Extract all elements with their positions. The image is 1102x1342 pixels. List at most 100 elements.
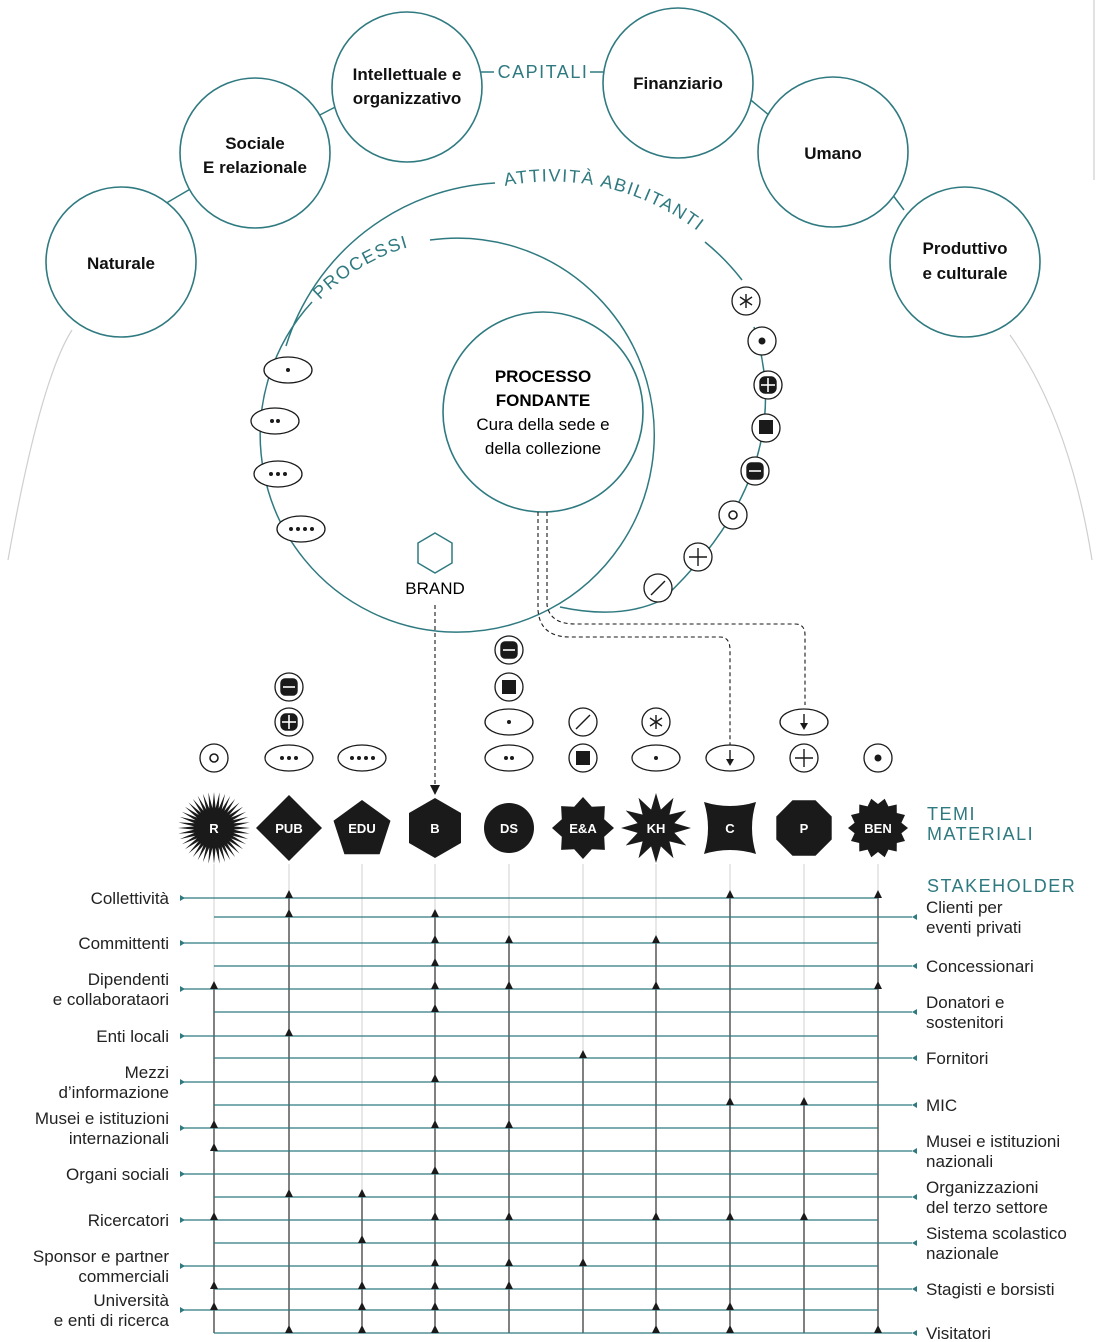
material-themes: R PUB EDU B DS E&A KH C P BEN xyxy=(178,792,908,864)
connection-marker xyxy=(358,1189,366,1197)
stakeholder-label: Committenti xyxy=(78,934,169,953)
connection-marker xyxy=(285,1189,293,1197)
stakeholder-label: MIC xyxy=(926,1096,957,1115)
connection-marker xyxy=(285,890,293,898)
connection-marker xyxy=(358,1302,366,1310)
stakeholder-label: e enti di ricerca xyxy=(54,1311,170,1330)
capital-naturale-label: Naturale xyxy=(87,254,155,273)
connection-marker xyxy=(652,935,660,943)
theme-label: C xyxy=(725,821,735,836)
theme-kh: KH xyxy=(621,793,691,863)
capital-sociale-label-2: E relazionale xyxy=(203,158,307,177)
connection-marker xyxy=(431,1166,439,1174)
process-4-icon xyxy=(276,515,326,543)
connection-marker xyxy=(431,1120,439,1128)
row-pointer xyxy=(180,1079,185,1085)
row-pointer xyxy=(180,1125,185,1131)
outer-frame-arc-right xyxy=(1009,334,1093,561)
theme-shape-concave-square xyxy=(704,802,756,854)
theme-shape-pentagon xyxy=(333,800,391,855)
row-pointer xyxy=(912,1009,917,1015)
connection-marker xyxy=(874,890,882,898)
connection-marker xyxy=(210,1281,218,1289)
connection-marker xyxy=(210,1143,218,1151)
stakeholder-label: Ricercatori xyxy=(88,1211,169,1230)
theme-label: R xyxy=(209,821,219,836)
theme-pub: PUB xyxy=(256,795,322,861)
connection-marker xyxy=(579,1050,587,1058)
capital-naturale xyxy=(45,186,197,338)
stakeholder-label: d’informazione xyxy=(58,1083,169,1102)
connection-marker xyxy=(579,1258,587,1266)
core-process-title-1: PROCESSO xyxy=(495,367,591,386)
capital-produttivo-label-2: e culturale xyxy=(922,264,1007,283)
row-pointer xyxy=(912,1286,917,1292)
core-process-title-2: FONDANTE xyxy=(496,391,590,410)
stakeholder-label: nazionali xyxy=(926,1152,993,1171)
connection-marker xyxy=(800,1212,808,1220)
connection-marker xyxy=(652,1325,660,1333)
connection-marker xyxy=(431,1281,439,1289)
connection-marker xyxy=(505,1120,513,1128)
theme-label: BEN xyxy=(864,821,891,836)
capitals xyxy=(45,7,1041,338)
capital-finanziario-label: Finanziario xyxy=(633,74,723,93)
brand-icon xyxy=(417,532,453,574)
edu-four-dots-icon xyxy=(337,744,387,772)
stakeholder-label: internazionali xyxy=(69,1129,169,1148)
activities-arc xyxy=(285,182,496,347)
capitals-title: CAPITALI xyxy=(498,62,589,82)
core-process-desc-1: Cura della sede e xyxy=(476,415,609,434)
theme-label: B xyxy=(430,821,439,836)
stakeholder-label: Organi sociali xyxy=(66,1165,169,1184)
theme-ds: DS xyxy=(484,803,534,853)
connection-marker xyxy=(726,890,734,898)
stakeholder-label: Clienti per xyxy=(926,898,1003,917)
core-process-desc-2: della collezione xyxy=(485,439,601,458)
theme-label: E&A xyxy=(569,821,597,836)
row-pointer xyxy=(912,1102,917,1108)
row-pointer xyxy=(912,1055,917,1061)
row-pointer xyxy=(180,940,185,946)
connection-marker xyxy=(652,1212,660,1220)
capital-sociale xyxy=(179,77,331,229)
connection-marker xyxy=(652,1302,660,1310)
stakeholders-header: STAKEHOLDER xyxy=(927,876,1076,896)
connection-marker xyxy=(726,1325,734,1333)
connection-marker xyxy=(431,981,439,989)
connection-marker xyxy=(358,1281,366,1289)
theme-p: P xyxy=(776,800,832,856)
connection-marker xyxy=(210,981,218,989)
row-pointer xyxy=(912,963,917,969)
connection-marker xyxy=(431,1302,439,1310)
theme-label: PUB xyxy=(275,821,302,836)
outer-frame-arc xyxy=(7,329,73,561)
stakeholder-label: Visitatori xyxy=(926,1324,991,1342)
theme-shape-starburst xyxy=(178,792,250,864)
connection-marker xyxy=(431,1212,439,1220)
theme-ben: BEN xyxy=(848,798,908,858)
connection-marker xyxy=(210,1212,218,1220)
row-pointer xyxy=(180,1217,185,1223)
connection-marker xyxy=(431,1258,439,1266)
row-pointer xyxy=(912,1240,917,1246)
stakeholder-label: Mezzi xyxy=(125,1063,169,1082)
theme-label: EDU xyxy=(348,821,375,836)
theme-b: B xyxy=(409,798,461,858)
row-pointer xyxy=(180,1263,185,1269)
stakeholder-label: e collaborataori xyxy=(53,990,169,1009)
theme-shape-eight-point-star xyxy=(552,797,614,859)
row-pointer xyxy=(180,1033,185,1039)
capital-intellettuale-label-1: Intellettuale e xyxy=(353,65,462,84)
stakeholder-label: Concessionari xyxy=(926,957,1034,976)
theme-shape-spiky-star xyxy=(621,793,691,863)
stakeholder-label: commerciali xyxy=(78,1267,169,1286)
connection-marker xyxy=(431,1325,439,1333)
connection-marker xyxy=(505,1258,513,1266)
connection-marker xyxy=(431,1004,439,1012)
capital-umano xyxy=(757,76,909,228)
stakeholder-label: Dipendenti xyxy=(88,970,169,989)
theme-c: C xyxy=(704,802,756,854)
